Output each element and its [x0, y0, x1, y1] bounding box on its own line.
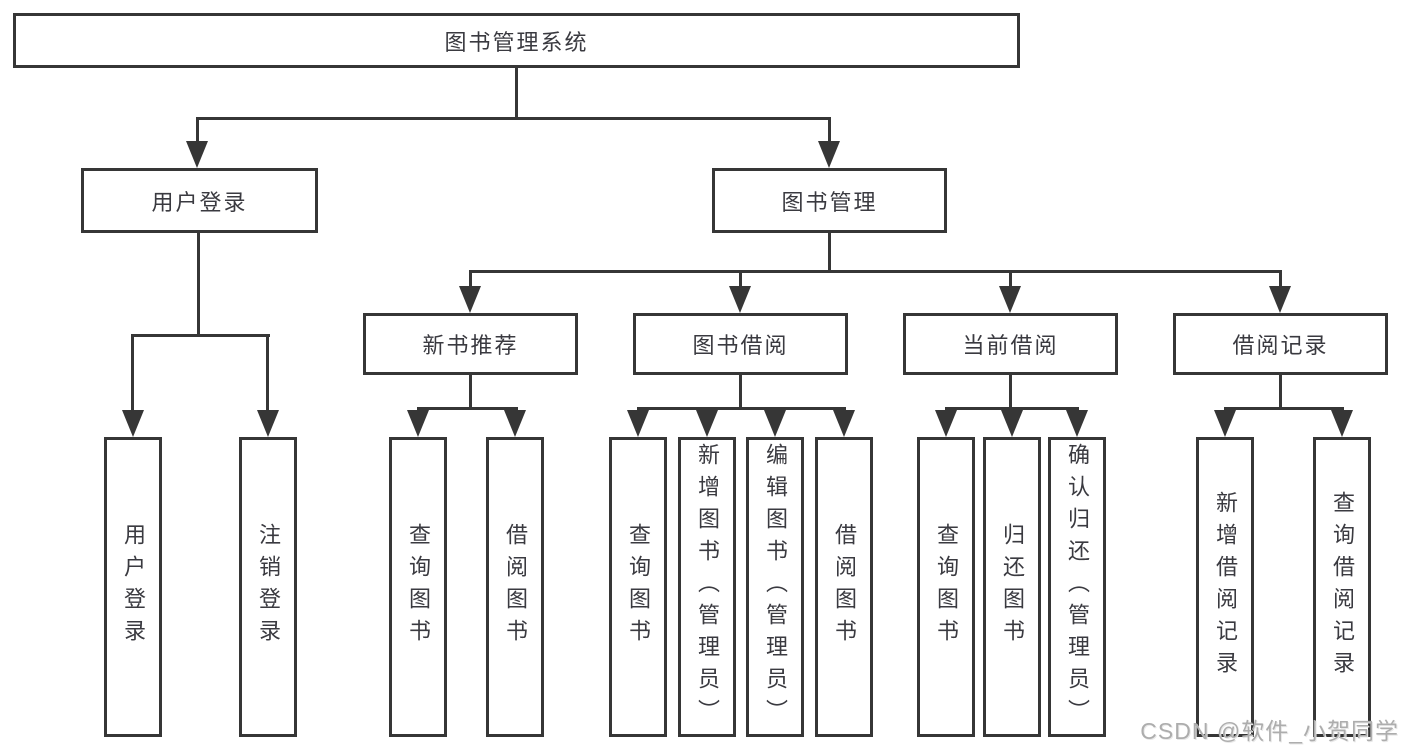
arrowhead-down: [122, 410, 144, 437]
connector-bookmgmt-drop-1: [469, 270, 472, 290]
node-label: 当前借阅: [962, 333, 1059, 358]
leaf-query-borrow-record: 查询借阅记录: [1313, 437, 1371, 737]
connector-bookmgmt-drop-3: [1009, 270, 1012, 290]
node-label: 图书管理: [781, 189, 878, 215]
connector-borrowing-stub: [739, 375, 742, 410]
leaf-label: 借阅图书: [832, 523, 857, 651]
node-label: 用户登录: [151, 189, 248, 215]
leaf-borrow-books-borrowing: 借阅图书: [815, 437, 873, 737]
leaf-query-books-current: 查询图书: [917, 437, 975, 737]
node-root: 图书管理系统: [13, 13, 1020, 68]
connector-recommend-stub: [469, 375, 472, 410]
arrowhead-down: [1331, 410, 1353, 437]
leaf-add-books-admin: 新增图书（管理员）: [678, 437, 736, 737]
arrowhead-down: [257, 410, 279, 437]
leaf-query-books-borrowing: 查询图书: [609, 437, 667, 737]
arrowhead-down: [729, 286, 751, 313]
leaf-query-books-recommend: 查询图书: [389, 437, 447, 737]
node-label: 新书推荐: [422, 333, 519, 358]
arrowhead-down: [504, 410, 526, 437]
node-borrowing-records: 借阅记录: [1173, 313, 1388, 375]
connector-userlogin-rail: [131, 334, 270, 337]
node-user-login: 用户登录: [81, 168, 318, 233]
arrowhead-down: [627, 410, 649, 437]
leaf-borrow-books-recommend: 借阅图书: [486, 437, 544, 737]
arrowhead-down: [407, 410, 429, 437]
node-book-borrowing: 图书借阅: [633, 313, 848, 375]
arrowhead-down: [459, 286, 481, 313]
watermark: CSDN @软件_小贺同学: [1140, 718, 1399, 744]
arrowhead-down: [764, 410, 786, 437]
node-new-book-recommend: 新书推荐: [363, 313, 578, 375]
connector-root-rail: [196, 117, 831, 120]
arrowhead-down: [1066, 410, 1088, 437]
arrowhead-down: [999, 286, 1021, 313]
connector-current-stub: [1009, 375, 1012, 410]
connector-current-rail: [945, 407, 1079, 410]
connector-userlogin-stub: [197, 233, 200, 337]
arrowhead-down: [818, 141, 840, 168]
node-label: 图书借阅: [692, 333, 789, 358]
arrowhead-down: [833, 410, 855, 437]
leaf-logout: 注销登录: [239, 437, 297, 737]
node-book-management: 图书管理: [712, 168, 947, 233]
leaf-label: 用户登录: [121, 523, 146, 651]
arrowhead-down: [186, 141, 208, 168]
leaf-label: 注销登录: [256, 523, 281, 651]
connector-root-drop-left: [196, 117, 199, 145]
connector-bookmgmt-rail: [469, 270, 1282, 273]
leaf-edit-books-admin: 编辑图书（管理员）: [746, 437, 804, 737]
arrowhead-down: [1214, 410, 1236, 437]
node-label: 图书管理系统: [444, 29, 589, 55]
leaf-label: 新增图书（管理员）: [695, 443, 720, 731]
arrowhead-down: [696, 410, 718, 437]
connector-records-rail: [1224, 407, 1344, 410]
node-label: 借阅记录: [1232, 333, 1329, 358]
connector-root-stub: [515, 68, 518, 120]
connector-bookmgmt-drop-2: [739, 270, 742, 290]
leaf-label: 编辑图书（管理员）: [763, 443, 788, 731]
leaf-label: 查询图书: [406, 523, 431, 651]
leaf-label: 新增借阅记录: [1213, 491, 1238, 683]
arrowhead-down: [1269, 286, 1291, 313]
arrowhead-down: [935, 410, 957, 437]
connector-bookmgmt-drop-4: [1279, 270, 1282, 290]
connector-root-drop-right: [828, 117, 831, 145]
connector-userlogin-drop-1: [131, 334, 134, 412]
connector-borrowing-rail: [637, 407, 846, 410]
leaf-add-borrow-record: 新增借阅记录: [1196, 437, 1254, 737]
connector-recommend-rail: [417, 407, 518, 410]
leaf-label: 查询图书: [626, 523, 651, 651]
leaf-label: 借阅图书: [503, 523, 528, 651]
leaf-label: 确认归还（管理员）: [1065, 443, 1090, 731]
leaf-label: 归还图书: [1000, 523, 1025, 651]
connector-records-stub: [1279, 375, 1282, 410]
connector-userlogin-drop-2: [266, 334, 269, 412]
leaf-confirm-return-admin: 确认归还（管理员）: [1048, 437, 1106, 737]
arrowhead-down: [1001, 410, 1023, 437]
leaf-label: 查询借阅记录: [1330, 491, 1355, 683]
node-current-borrowing: 当前借阅: [903, 313, 1118, 375]
leaf-return-books: 归还图书: [983, 437, 1041, 737]
leaf-user-login: 用户登录: [104, 437, 162, 737]
connector-bookmgmt-stub: [828, 233, 831, 273]
leaf-label: 查询图书: [934, 523, 959, 651]
